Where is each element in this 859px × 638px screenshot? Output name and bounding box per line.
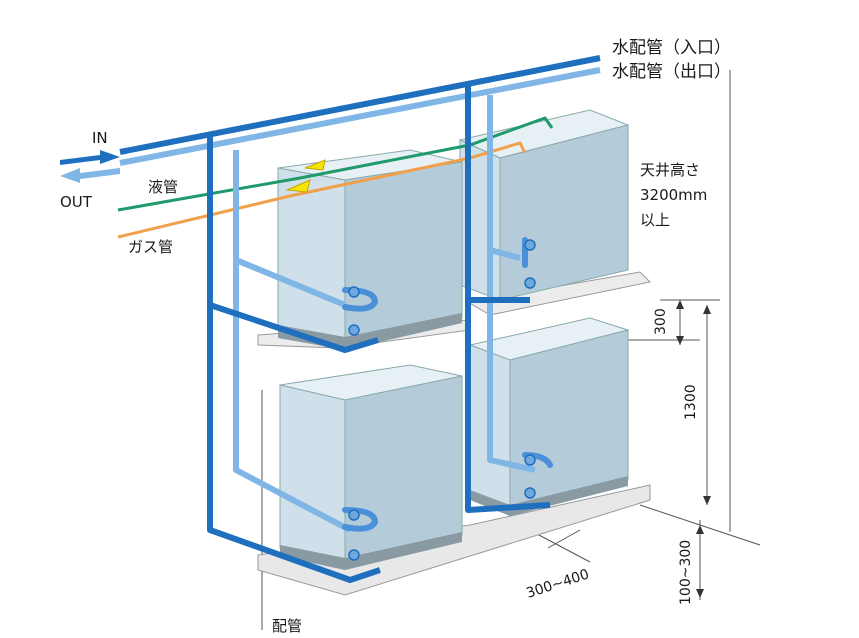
indicator-triangles [285,159,326,193]
pipe-ports [348,239,536,561]
dim-300-label: 300 [653,308,669,335]
water-in-pipe [119,55,601,583]
water-out-pipe [119,67,601,533]
unit-lower-left [279,364,463,570]
unit-lower-right [468,317,630,516]
ceiling-height-label-3: 以上 [640,211,670,229]
in-arrow-icon [60,150,120,165]
bottom-pipe-label: 配管 [272,617,302,633]
liquid-pipe-label: 液管 [148,178,178,196]
out-label: OUT [60,193,93,211]
out-arrow-icon [60,168,120,183]
gas-pipe-label: ガス管 [128,238,173,256]
water-in-label: 水配管（入口） [612,38,731,58]
in-label: IN [92,129,108,147]
dim-300-400-label: 300~400 [524,566,591,601]
water-out-label: 水配管（出口） [612,62,731,82]
ceiling-height-label-1: 天井高さ [640,161,700,179]
dim-100-300-label: 100~300 [678,540,694,605]
dimension-arrows [676,300,711,598]
dim-1300-label: 1300 [683,384,699,420]
upper-shelf-right [466,271,652,316]
ceiling-height-label-2: 3200mm [640,186,707,204]
